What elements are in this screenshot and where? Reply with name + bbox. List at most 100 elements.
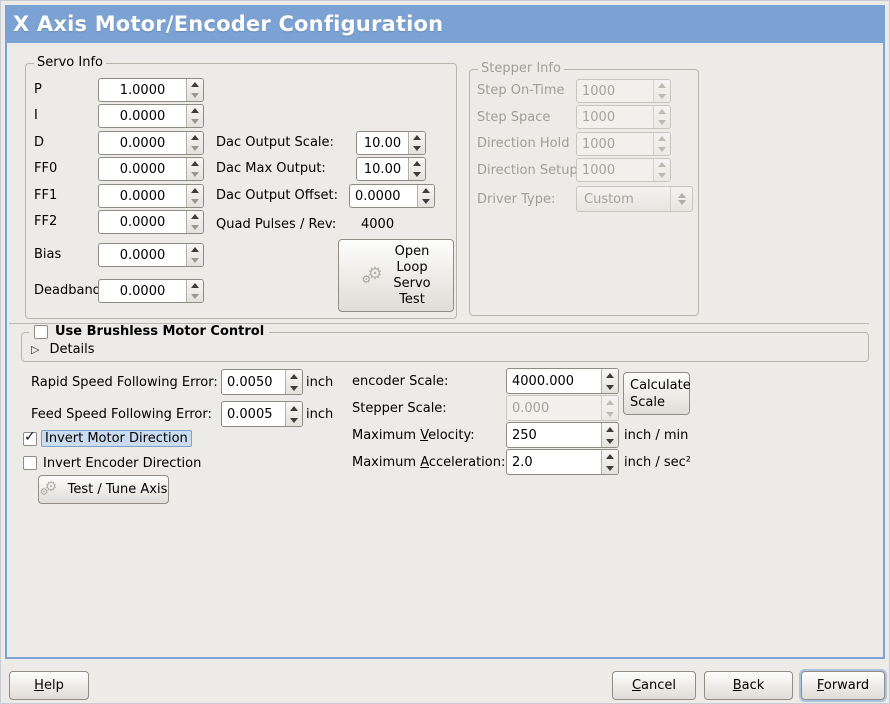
spin-down-icon[interactable] — [187, 222, 203, 233]
servo-param-label-i: I — [34, 108, 38, 123]
spin-i[interactable]: 0.0000 — [98, 104, 204, 128]
use-brushless-label[interactable]: Use Brushless Motor Control — [55, 324, 265, 339]
servo-info-frame: Servo Info — [25, 55, 457, 319]
spin-maximum-acceleration[interactable]: 2.0 — [506, 449, 619, 475]
spin-down-icon[interactable] — [418, 196, 434, 207]
spin-up-icon[interactable] — [409, 158, 425, 169]
open-loop-servo-test-button[interactable]: ⚙ ⚙ Open Loop Servo Test — [338, 239, 454, 312]
spin-down-icon[interactable] — [187, 255, 203, 266]
spin-feed-following-error[interactable]: 0.0005 — [221, 401, 303, 427]
step-on-time-label: Step On-Time — [477, 83, 565, 98]
spin-direction-hold: 1000 — [576, 132, 671, 156]
calculate-scale-button[interactable]: Calculate Scale — [623, 372, 691, 415]
calculate-scale-label: Calculate Scale — [630, 377, 691, 410]
forward-button[interactable]: Forward — [801, 671, 885, 700]
spin-ff0[interactable]: 0.0000 — [98, 157, 204, 181]
spin-down-icon[interactable] — [286, 382, 302, 394]
spin-maximum-velocity[interactable]: 250 — [506, 422, 619, 448]
spin-down-icon[interactable] — [602, 462, 618, 474]
spin-up-icon[interactable] — [409, 132, 425, 143]
open-loop-servo-test-label: Open Loop Servo Test — [393, 243, 431, 307]
spin-up-icon[interactable] — [187, 79, 203, 90]
spin-down-icon[interactable] — [187, 291, 203, 302]
dac-output-scale-label: Dac Output Scale: — [216, 135, 334, 150]
spin-rapid-following-error[interactable]: 0.0050 — [221, 369, 303, 395]
servo-param-label-ff1: FF1 — [34, 188, 58, 203]
spin-dac-max-output[interactable]: 10.00 — [356, 157, 426, 181]
invert-motor-direction-checkbox[interactable]: ✓ — [23, 429, 37, 446]
spin-down-icon[interactable] — [187, 143, 203, 154]
spin-up-icon[interactable] — [418, 185, 434, 196]
checkmark-icon: ✓ — [24, 429, 36, 445]
spin-up-icon — [654, 133, 670, 144]
spin-p[interactable]: 1.0000 — [98, 78, 204, 102]
servo-param-label-deadband: Deadband — [34, 283, 101, 298]
invert-encoder-direction-label[interactable]: Invert Encoder Direction — [43, 456, 202, 471]
spin-down-icon[interactable] — [409, 143, 425, 154]
driver-type-label: Driver Type: — [477, 192, 556, 207]
spin-up-icon[interactable] — [602, 369, 618, 381]
spin-dac-output-offset[interactable]: 0.0000 — [349, 184, 435, 208]
spin-up-icon[interactable] — [286, 402, 302, 414]
spin-up-icon[interactable] — [602, 450, 618, 462]
spin-down-icon — [654, 170, 670, 181]
direction-hold-label: Direction Hold — [477, 136, 570, 151]
spin-down-icon[interactable] — [187, 169, 203, 180]
test-tune-axis-label: Test / Tune Axis — [67, 482, 168, 497]
spin-up-icon[interactable] — [602, 423, 618, 435]
invert-encoder-direction-checkbox[interactable] — [23, 456, 37, 470]
page-header: X Axis Motor/Encoder Configuration — [5, 5, 885, 43]
spin-up-icon[interactable] — [187, 280, 203, 291]
use-brushless-checkbox-row[interactable]: Use Brushless Motor Control — [29, 324, 270, 339]
spin-step-space: 1000 — [576, 105, 671, 129]
spin-up-icon[interactable] — [187, 185, 203, 196]
details-label[interactable]: Details — [49, 342, 95, 357]
spin-down-icon[interactable] — [187, 90, 203, 101]
feed-following-error-label: Feed Speed Following Error: — [31, 407, 212, 422]
spin-down-icon[interactable] — [602, 381, 618, 393]
spin-ff1[interactable]: 0.0000 — [98, 184, 204, 208]
invert-motor-direction-label[interactable]: Invert Motor Direction — [41, 430, 192, 447]
test-tune-axis-button[interactable]: ⚙ ⚙ Test / Tune Axis — [38, 475, 169, 504]
gears-icon: ⚙ ⚙ — [39, 478, 58, 498]
spin-deadband[interactable]: 0.0000 — [98, 279, 204, 303]
expander-triangle-icon[interactable]: ▷ — [31, 343, 40, 356]
details-expander[interactable]: ▷ Details — [31, 342, 95, 357]
spin-up-icon[interactable] — [286, 370, 302, 382]
servo-param-label-ff2: FF2 — [34, 214, 58, 229]
maximum-velocity-label: Maximum Velocity: — [352, 428, 475, 443]
spin-step-on-time: 1000 — [576, 79, 671, 103]
spin-down-icon[interactable] — [602, 435, 618, 447]
spin-up-icon[interactable] — [187, 158, 203, 169]
use-brushless-checkbox[interactable] — [34, 324, 48, 339]
quad-pulses-value: 4000 — [361, 217, 395, 232]
spin-down-icon[interactable] — [187, 116, 203, 127]
spin-up-icon[interactable] — [187, 132, 203, 143]
spin-bias[interactable]: 0.0000 — [98, 243, 204, 267]
cancel-button[interactable]: Cancel — [612, 671, 696, 700]
spin-down-icon — [654, 91, 670, 102]
spin-down-icon[interactable] — [187, 196, 203, 207]
spin-dac-output-scale[interactable]: 10.00 — [356, 131, 426, 155]
spin-ff2[interactable]: 0.0000 — [98, 210, 204, 234]
spin-stepper-scale: 0.000 — [506, 395, 619, 421]
servo-info-frame-title: Servo Info — [34, 55, 106, 70]
spin-up-icon[interactable] — [187, 211, 203, 222]
spin-up-icon — [654, 80, 670, 91]
spin-up-icon — [602, 396, 618, 408]
spin-d[interactable]: 0.0000 — [98, 131, 204, 155]
stepper-info-frame: Stepper Info — [469, 61, 699, 316]
stepper-scale-label: Stepper Scale: — [352, 401, 447, 416]
spin-down-icon — [654, 117, 670, 128]
spin-up-icon[interactable] — [187, 105, 203, 116]
spin-up-icon[interactable] — [187, 244, 203, 255]
spin-up-icon — [654, 106, 670, 117]
spin-down-icon — [602, 408, 618, 420]
gears-icon: ⚙ ⚙ — [361, 263, 383, 286]
spin-encoder-scale[interactable]: 4000.000 — [506, 368, 619, 394]
help-button[interactable]: Help — [9, 671, 89, 700]
spin-down-icon[interactable] — [286, 414, 302, 426]
back-button[interactable]: Back — [704, 671, 793, 700]
spin-down-icon[interactable] — [409, 169, 425, 180]
